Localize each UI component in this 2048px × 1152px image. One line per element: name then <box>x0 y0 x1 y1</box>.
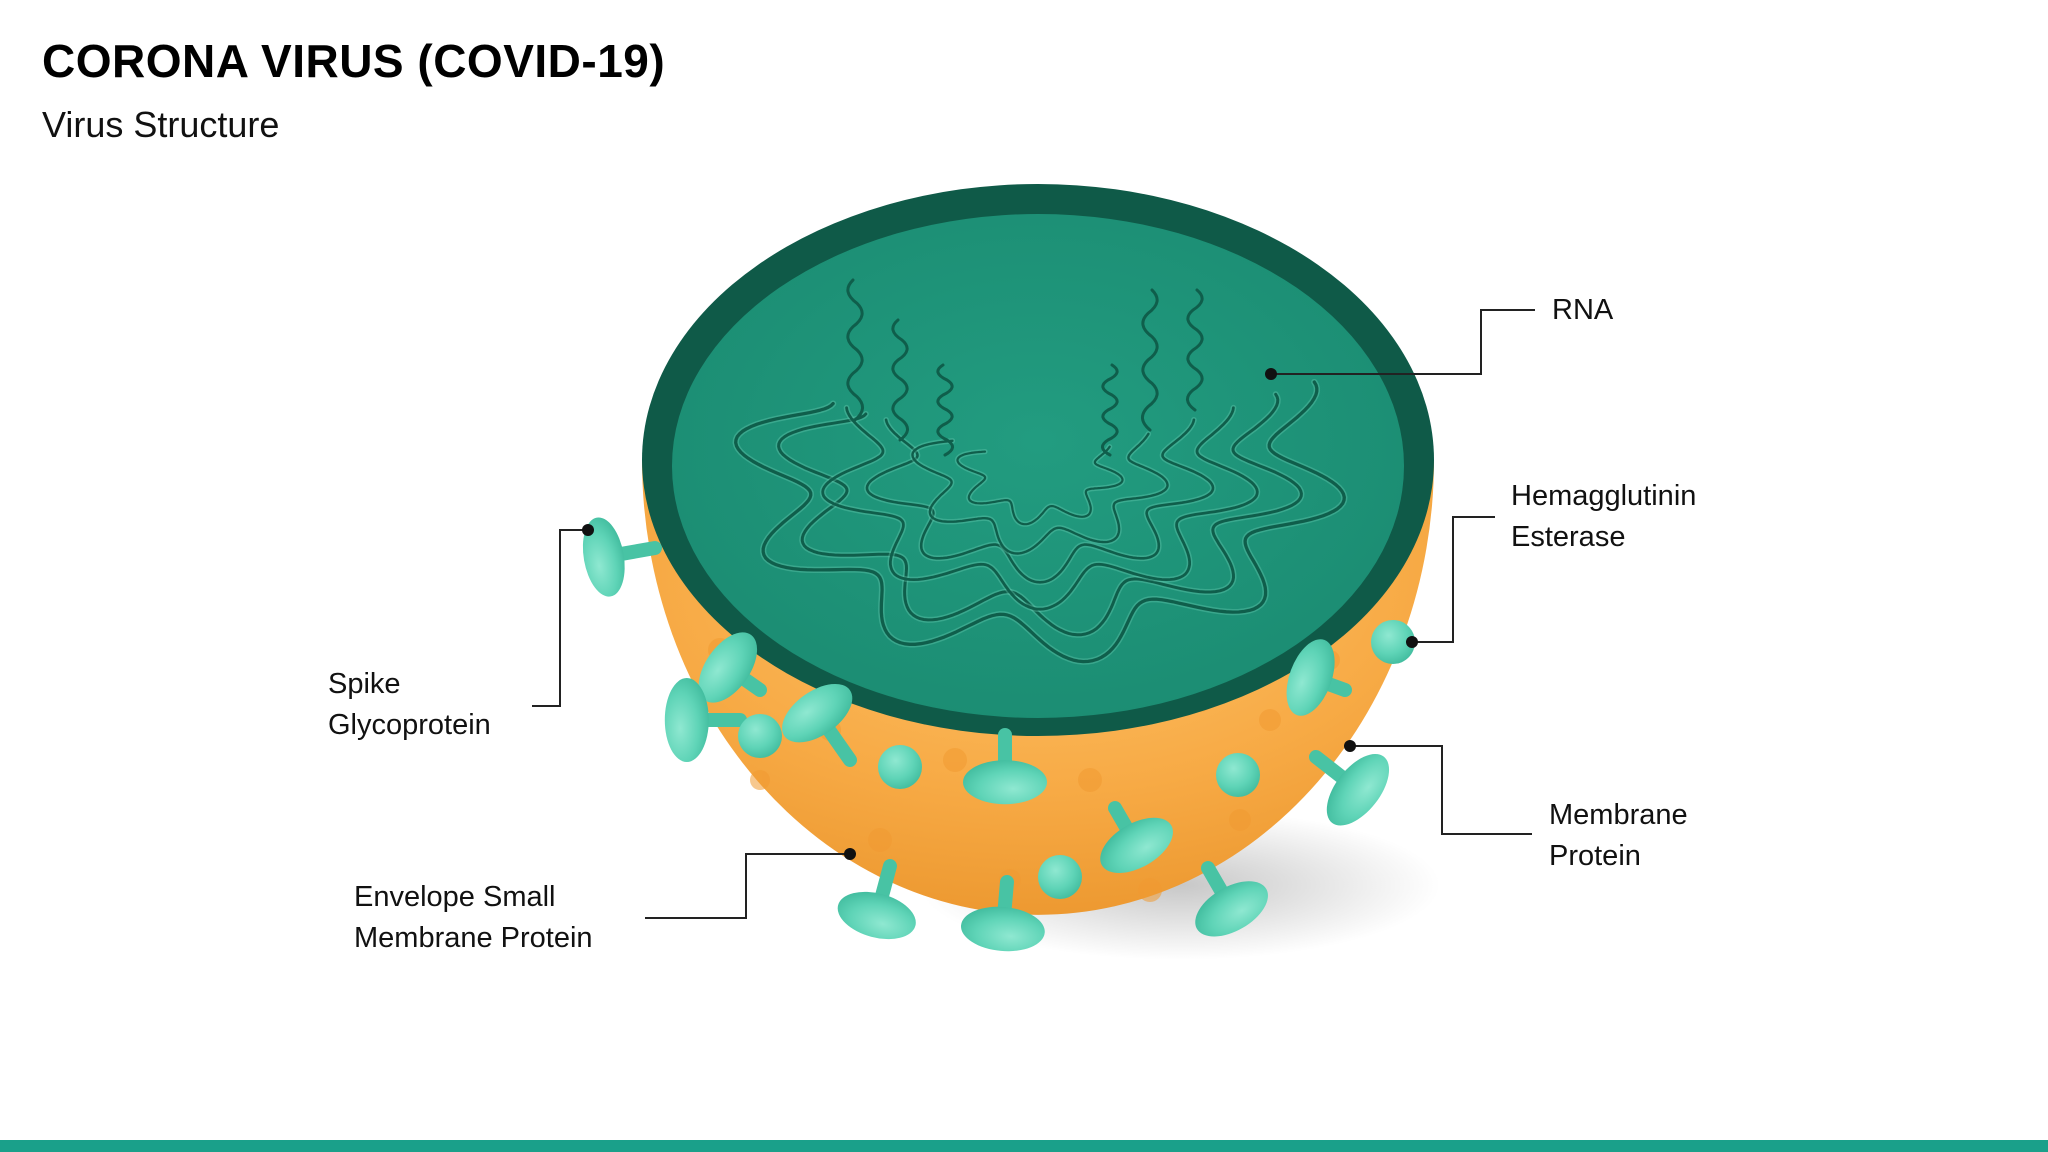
label-rna: RNA <box>1552 290 1613 331</box>
spike-protein <box>963 728 1047 805</box>
spike-protein <box>961 875 1045 952</box>
rna-leader <box>1271 309 1535 375</box>
envelope-dot <box>844 848 856 860</box>
spike-leader <box>532 529 588 707</box>
spike-protein <box>1100 801 1173 874</box>
bottom-accent-bar <box>0 1140 2048 1152</box>
leader-lines <box>532 309 1535 919</box>
label-envelope-small-membrane-protein: Envelope Small Membrane Protein <box>354 877 593 959</box>
label-spike-glycoprotein: Spike Glycoprotein <box>328 664 491 746</box>
spike-protein <box>1195 861 1268 937</box>
rna-strand-tail <box>1186 288 1204 412</box>
membrane-blob <box>1038 855 1082 899</box>
hemagglutinin-esterase-protein <box>1371 620 1415 664</box>
rna-strands <box>732 278 1348 665</box>
page-title: CORONA VIRUS (COVID-19) <box>42 35 666 87</box>
hemagglutinin-leader <box>1412 516 1495 643</box>
label-membrane-protein: Membrane Protein <box>1549 795 1688 877</box>
spike-protein <box>698 632 767 703</box>
label-rna-line1: RNA <box>1552 294 1614 326</box>
label-hemagglutinin-esterase: Hemagglutinin Esterase <box>1511 476 1696 558</box>
spike-dot <box>582 524 594 536</box>
rna-strand-tail <box>936 363 954 457</box>
rna-strand <box>821 406 1259 611</box>
hemagglutinin-dot <box>1406 636 1418 648</box>
label-envelope-line1: Envelope Small <box>354 881 556 913</box>
rna-strand-tail <box>1141 288 1159 432</box>
front-spike-proteins <box>664 632 1390 952</box>
label-spike-line1: Spike <box>328 668 401 700</box>
rna-strand <box>956 445 1124 526</box>
rna-strand <box>865 418 1215 584</box>
membrane-blob <box>738 714 782 758</box>
membrane-blobs <box>738 620 1415 899</box>
membrane-blob <box>1216 753 1260 797</box>
membrane-protein-dot <box>1344 740 1356 752</box>
spike-protein <box>837 859 916 940</box>
spike-protein <box>782 683 857 767</box>
spike-protein <box>664 678 747 762</box>
rna-dot <box>1265 368 1277 380</box>
page-subtitle: Virus Structure <box>42 104 280 145</box>
label-hemagglutinin-line2: Esterase <box>1511 521 1626 553</box>
label-hemagglutinin-line1: Hemagglutinin <box>1511 480 1697 512</box>
membrane-protein-leader <box>1350 745 1532 835</box>
label-membrane-line1: Membrane <box>1549 799 1688 831</box>
label-membrane-line2: Protein <box>1549 840 1641 872</box>
membrane-blob <box>878 745 922 789</box>
rna-strand-tail <box>846 278 864 422</box>
spike-protein <box>1286 639 1352 716</box>
rna-strand <box>911 432 1169 555</box>
rna-strand <box>734 380 1346 664</box>
rna-strand <box>777 392 1303 637</box>
rna-strand-tail <box>891 318 909 442</box>
label-envelope-line2: Membrane Protein <box>354 922 593 954</box>
spike-protein-left-top <box>582 517 662 597</box>
leader-dots <box>582 368 1418 860</box>
rna-strand-tail <box>1101 363 1119 457</box>
envelope-leader <box>645 853 850 919</box>
spike-protein <box>1309 750 1390 826</box>
label-spike-line2: Glycoprotein <box>328 709 491 741</box>
